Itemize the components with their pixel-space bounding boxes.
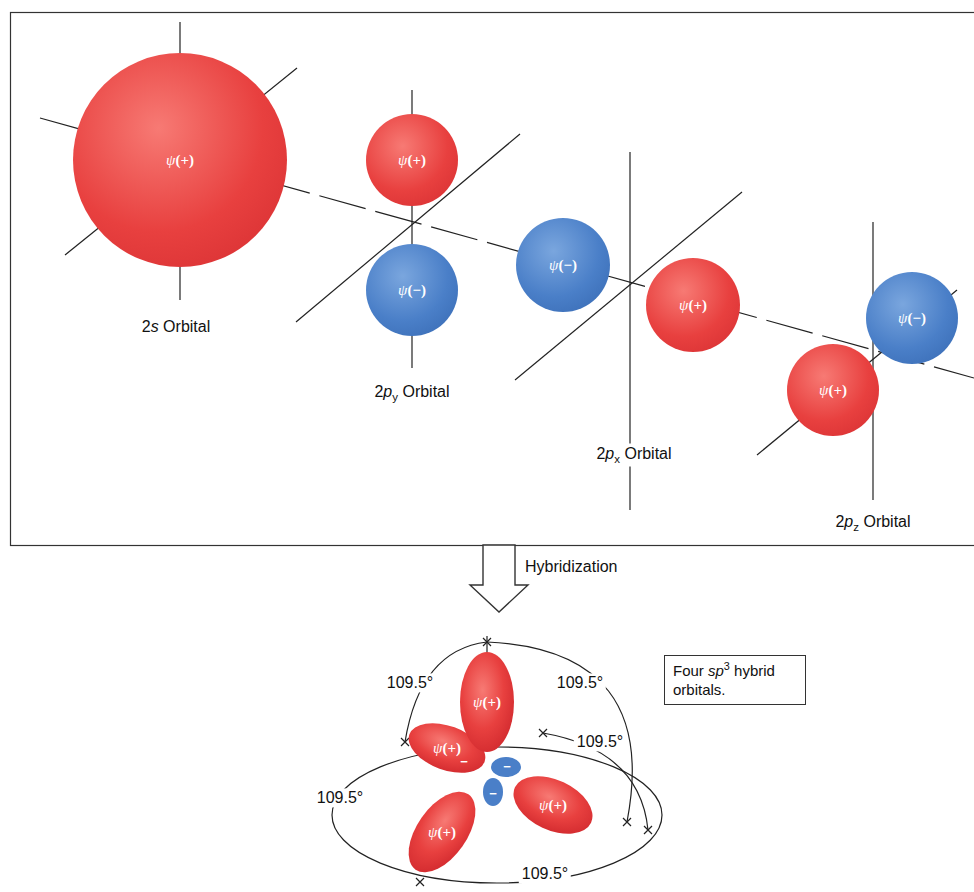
- wavefunction-sign: ψ(+): [473, 694, 501, 711]
- lobe-outline: [395, 780, 489, 884]
- sign-mark: −: [489, 786, 497, 802]
- angle-value: 109.5°: [314, 788, 366, 807]
- caption-box: Four sp3 hybrid orbitals.: [664, 655, 806, 705]
- p-orbital-lobe: ψ(−): [866, 272, 958, 364]
- lobe-outline: [504, 765, 601, 846]
- hybridization-arrow: [470, 545, 528, 612]
- orbital-name: 2pz Orbital: [832, 512, 913, 535]
- angle-value: 109.5°: [519, 864, 571, 883]
- wavefunction-sign: ψ(−): [549, 257, 577, 274]
- angle-arc: [332, 747, 662, 883]
- axis-line: [872, 222, 873, 500]
- sign-mark: −: [503, 759, 511, 775]
- wavefunction-sign: ψ(+): [679, 297, 707, 314]
- lobe-outline: [460, 652, 514, 752]
- wavefunction-sign: ψ(+): [428, 824, 456, 841]
- wavefunction-sign: ψ(+): [433, 740, 461, 757]
- wavefunction-sign: ψ(+): [539, 797, 567, 814]
- axis-line: [515, 192, 742, 380]
- orbital-name: 2py Orbital: [371, 382, 452, 405]
- tick-mark: [644, 826, 652, 834]
- p-orbital-lobe: ψ(−): [366, 244, 458, 336]
- axis-line: [296, 134, 520, 322]
- angle-value: 109.5°: [384, 673, 436, 692]
- wavefunction-sign: ψ(+): [819, 382, 847, 399]
- process-label: Hybridization: [522, 557, 620, 576]
- caption-text: Four sp3 hybrid orbitals.: [673, 660, 797, 700]
- wavefunction-sign: ψ(+): [166, 152, 194, 169]
- sp3-lobe: ψ(+): [434, 649, 540, 755]
- sign-mark: −: [460, 754, 468, 770]
- wavefunction-sign: ψ(−): [898, 310, 926, 327]
- panel-frame: [11, 13, 974, 546]
- p-orbital-lobe: ψ(+): [366, 114, 458, 206]
- p-orbital-lobe: ψ(+): [646, 258, 740, 352]
- back-lobe: [483, 778, 503, 806]
- orbital-name: 2s Orbital: [139, 317, 213, 336]
- p-orbital-lobe: ψ(−): [516, 218, 610, 312]
- orbital-name: 2px Orbital: [593, 444, 674, 467]
- tick-mark: [539, 729, 547, 737]
- wavefunction-sign: ψ(−): [398, 282, 426, 299]
- p-orbital-lobe: ψ(+): [787, 344, 879, 436]
- angle-value: 109.5°: [554, 673, 606, 692]
- back-lobe: [491, 757, 521, 777]
- sp3-lobe: ψ(+): [508, 760, 598, 850]
- tick-mark: [401, 738, 409, 746]
- sp3-lobe: ψ(+): [393, 783, 491, 881]
- tick-mark: [623, 818, 631, 826]
- s-orbital-lobe: ψ(+): [73, 53, 287, 267]
- wavefunction-sign: ψ(+): [398, 152, 426, 169]
- tick-mark: [416, 878, 424, 886]
- angle-value: 109.5°: [574, 732, 626, 751]
- tick-mark: [483, 638, 491, 646]
